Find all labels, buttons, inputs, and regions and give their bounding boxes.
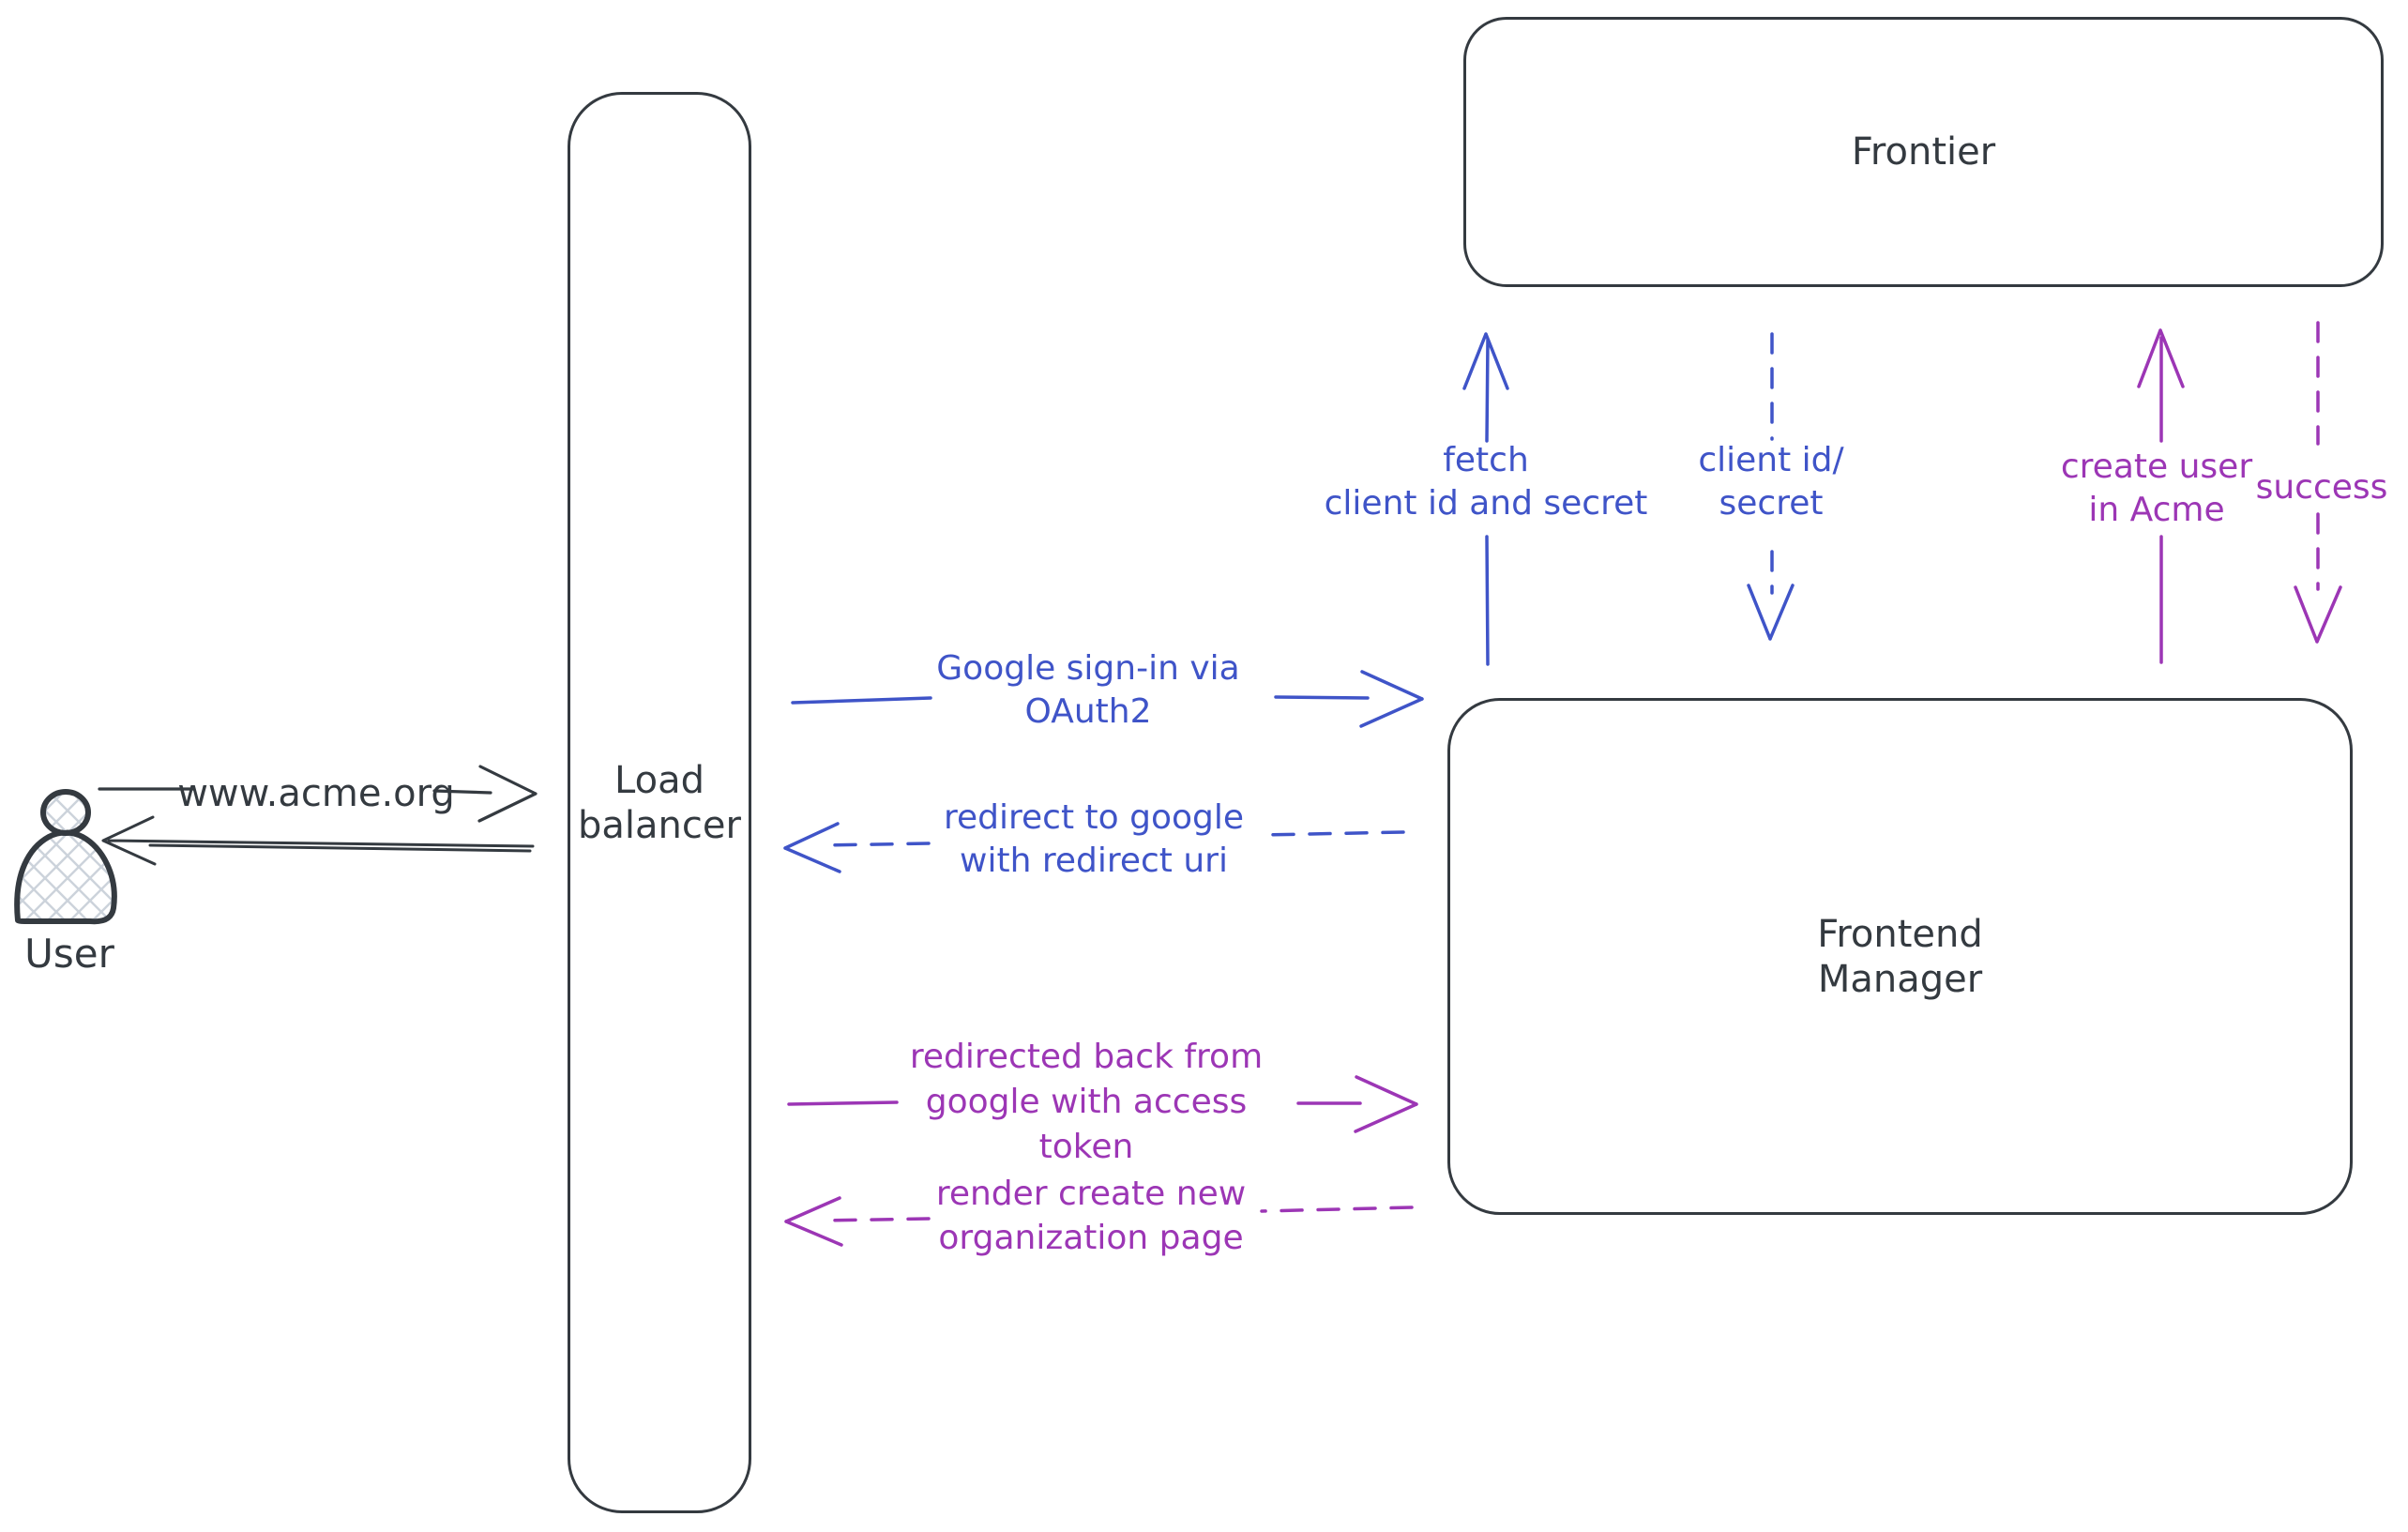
edge-label-create-user-line2: in Acme [2088,491,2225,529]
edge-label-success: success [2255,468,2388,507]
edge-label-redirected-back-line1: redirected back from [909,1038,1264,1076]
edge-label-create-user: create user in Acme [2061,446,2252,532]
edge-label-redirect-google-line1: redirect to google [943,798,1245,837]
edge-label-client-id-secret-line1: client id/ [1698,441,1844,479]
edge-label-render-page-line1: render create new [935,1175,1247,1213]
user-icon [14,789,117,925]
edge-label-redirected-back-line2: google with access [925,1083,1248,1121]
arrow-client-id-secret-head [1747,584,1795,641]
user-body [14,829,117,925]
arrow-client-id-secret [1747,332,1795,641]
arrow-fetch-client [1462,332,1509,666]
load-balancer-label: Load balancer [578,758,741,848]
edge-label-redirect-google: redirect to google with redirect uri [944,796,1244,883]
edge-label-google-signin-line2: OAuth2 [1024,692,1152,731]
edge-label-redirected-back-line3: token [1038,1128,1134,1166]
arrow-google-signin [791,670,1424,728]
load-balancer-label-line1: Load [614,758,704,802]
arrow-success-head [2294,585,2342,644]
load-balancer-label-line2: balancer [578,803,741,847]
edge-label-google-signin-line1: Google sign-in via [936,649,1240,688]
edge-label-render-page-line2: organization page [938,1219,1244,1257]
frontend-manager-box: Frontend Manager [1447,698,2353,1215]
arrow-render-page-line [821,1206,1414,1222]
edge-label-create-user-line1: create user [2060,447,2253,486]
frontend-manager-label: Frontend Manager [1817,912,1983,1002]
edge-label-redirect-google-line2: with redirect uri [960,842,1228,880]
frontier-box: Frontier [1463,17,2384,287]
arrow-redirect-google-line [821,830,1405,847]
edge-label-fetch-client-line2: client id and secret [1324,484,1648,523]
arrow-return-to-user [101,815,535,866]
user-head [40,789,91,836]
edge-label-client-id-secret: client id/ secret [1698,439,1843,525]
arrow-render-page-head [784,1196,843,1247]
edge-label-google-signin: Google sign-in via OAuth2 [936,647,1239,734]
frontend-manager-label-line1: Frontend [1817,912,1983,956]
user-label: User [24,931,114,977]
edge-label-www-acme: www.acme.org [177,772,455,815]
load-balancer-box: Load balancer [568,92,751,1513]
edge-label-fetch-client: fetch client id and secret [1325,439,1648,525]
frontend-manager-label-line2: Manager [1817,957,1983,1001]
frontier-label: Frontier [1851,130,1996,174]
arrow-create-user [2137,328,2185,664]
arrow-render-page [784,1196,1414,1247]
edge-label-fetch-client-line1: fetch [1443,441,1529,479]
edge-label-render-page: render create new organization page [936,1172,1246,1260]
arrow-www-acme [98,765,538,823]
arrow-redirect-google [783,822,1405,873]
edge-label-client-id-secret-line2: secret [1719,484,1824,523]
edge-label-redirected-back: redirected back from google with access … [910,1035,1263,1170]
arrow-success [2294,321,2342,644]
arrow-redirected-back [787,1075,1418,1133]
arrow-redirect-google-head [783,822,841,873]
